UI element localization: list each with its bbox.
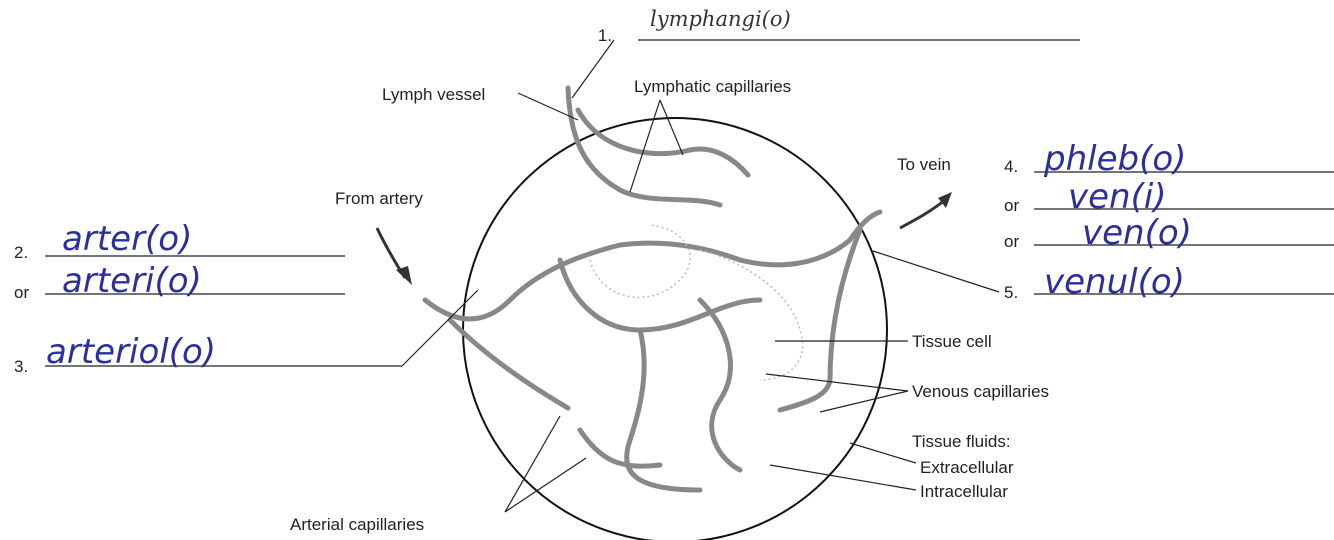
leader-extracellular — [850, 443, 916, 463]
number-3: 3. — [14, 357, 28, 376]
answer-5: venul(o) — [1044, 262, 1185, 302]
label-extracellular: Extracellular — [920, 458, 1014, 477]
leader-intracellular — [770, 465, 916, 490]
label-from-artery: From artery — [335, 189, 423, 208]
leader-arterial-2 — [505, 458, 586, 512]
label-tissue-cell: Tissue cell — [912, 332, 992, 351]
label-intracellular: Intracellular — [920, 482, 1008, 501]
leader-lymphatic-cap-2 — [660, 100, 683, 155]
tissue-circle — [463, 118, 887, 540]
leader-3 — [402, 290, 478, 366]
answer-1: lymphangi(o) — [650, 7, 791, 31]
or-label-2: or — [14, 283, 29, 302]
answer-4-alt2: ven(o) — [1082, 213, 1192, 253]
number-1: 1. — [598, 26, 612, 45]
leader-venous-2 — [820, 391, 908, 412]
capillary-shape-4 — [700, 300, 740, 470]
vessel-network — [425, 88, 880, 490]
leader-venous-1 — [766, 374, 908, 391]
leader-5 — [873, 251, 999, 292]
or-label-4a: or — [1004, 196, 1019, 215]
answer-4: phleb(o) — [1043, 139, 1186, 179]
leader-1 — [572, 40, 614, 98]
number-5: 5. — [1004, 283, 1018, 302]
faint-capillary-1 — [590, 225, 690, 297]
or-label-4b: or — [1004, 232, 1019, 251]
label-lymph-vessel: Lymph vessel — [382, 85, 485, 104]
capillary-shape-3 — [580, 430, 660, 466]
to-vein-arrowhead — [938, 192, 952, 208]
answer-4-alt1: ven(i) — [1068, 177, 1167, 217]
answer-2: arter(o) — [62, 219, 192, 259]
number-2: 2. — [14, 243, 28, 262]
arterial-capillary-shape — [450, 320, 568, 408]
to-vein-arrow — [900, 200, 945, 228]
label-arterial-capillaries: Arterial capillaries — [290, 515, 424, 534]
label-lymphatic-capillaries: Lymphatic capillaries — [634, 77, 791, 96]
lymphatic-capillary-shape — [578, 110, 748, 175]
label-tissue-fluids: Tissue fluids: — [912, 432, 1011, 451]
answer-2-alt: arteri(o) — [62, 261, 202, 301]
answer-3: arteriol(o) — [46, 332, 216, 372]
number-4: 4. — [1004, 157, 1018, 176]
leader-arterial-1 — [505, 416, 560, 512]
label-to-vein: To vein — [897, 155, 951, 174]
leader-lymphatic-cap-1 — [630, 100, 660, 192]
lymph-vessel-shape — [568, 88, 720, 205]
main-vessel-shape — [425, 212, 880, 319]
label-venous-capillaries: Venous capillaries — [912, 382, 1049, 401]
capillary-shape-1 — [560, 260, 760, 330]
